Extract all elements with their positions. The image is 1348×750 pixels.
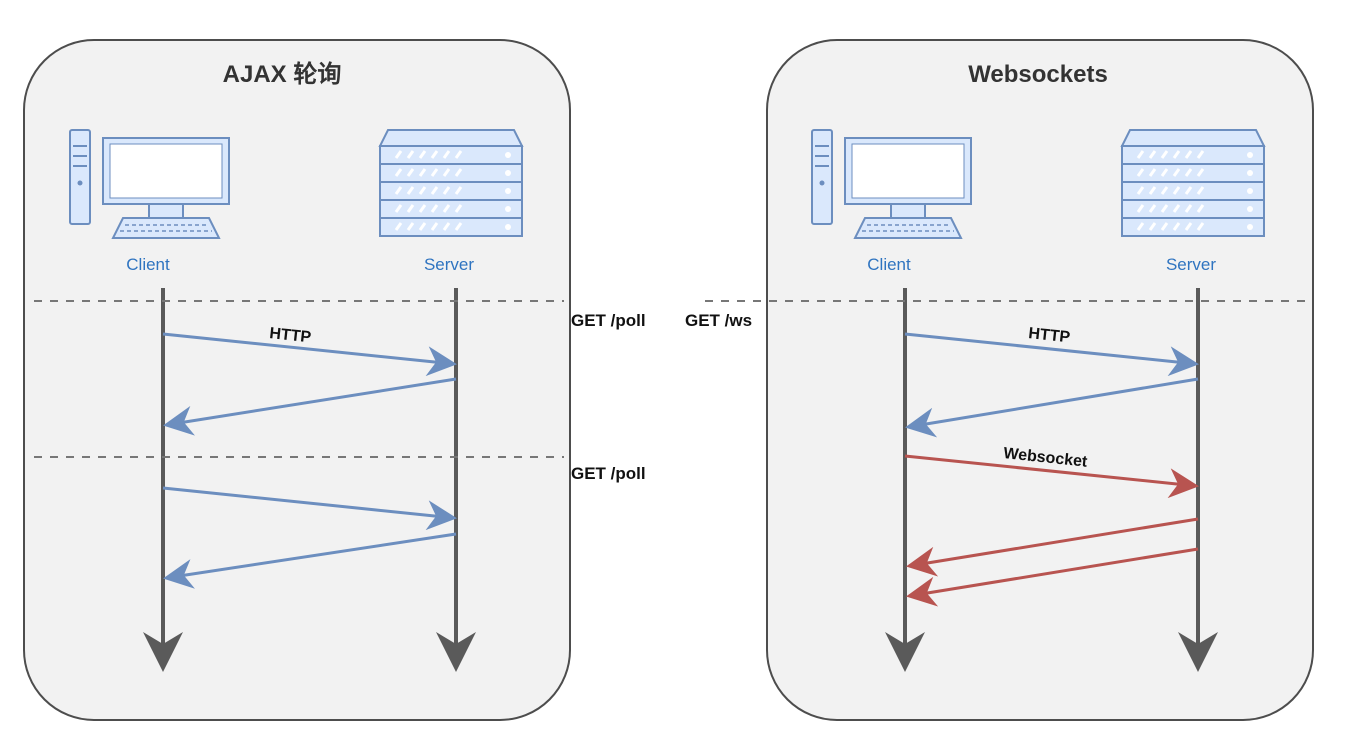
websockets-message-arrow-2 [906, 547, 1199, 607]
websockets-server-icon [1120, 128, 1266, 238]
websockets-http-label: HTTP [1028, 325, 1072, 346]
ajax-http-label: HTTP [269, 325, 313, 346]
websockets-panel-title: Websockets [968, 61, 1108, 88]
ajax-client-label: Client [126, 255, 170, 274]
websockets-message-arrow-1 [906, 517, 1199, 577]
websockets-upgrade-arrow [904, 454, 1199, 499]
ajax-http-response-arrow [163, 377, 457, 436]
websockets-client-label: Client [867, 255, 911, 274]
ajax-panel-title: AJAX 轮询 [223, 60, 342, 88]
ajax-http-request-arrow [162, 332, 457, 377]
ajax-poll-request-arrow [162, 486, 457, 531]
ajax-get-poll-label-1: GET /poll [571, 311, 646, 330]
websockets-http-request-arrow [904, 332, 1199, 377]
ajax-poll-response-arrow [163, 532, 457, 589]
websockets-server-label: Server [1166, 255, 1216, 274]
websockets-panel: Websockets Client Server HTTP Websocket [766, 39, 1314, 721]
websockets-http-response-arrow [905, 377, 1199, 438]
ajax-server-icon [378, 128, 524, 238]
ajax-get-poll-label-2: GET /poll [571, 464, 646, 483]
websockets-get-ws-label: GET /ws [685, 311, 752, 330]
ajax-panel: AJAX 轮询 Client Server HTTP [23, 39, 571, 721]
ajax-server-label: Server [424, 255, 474, 274]
